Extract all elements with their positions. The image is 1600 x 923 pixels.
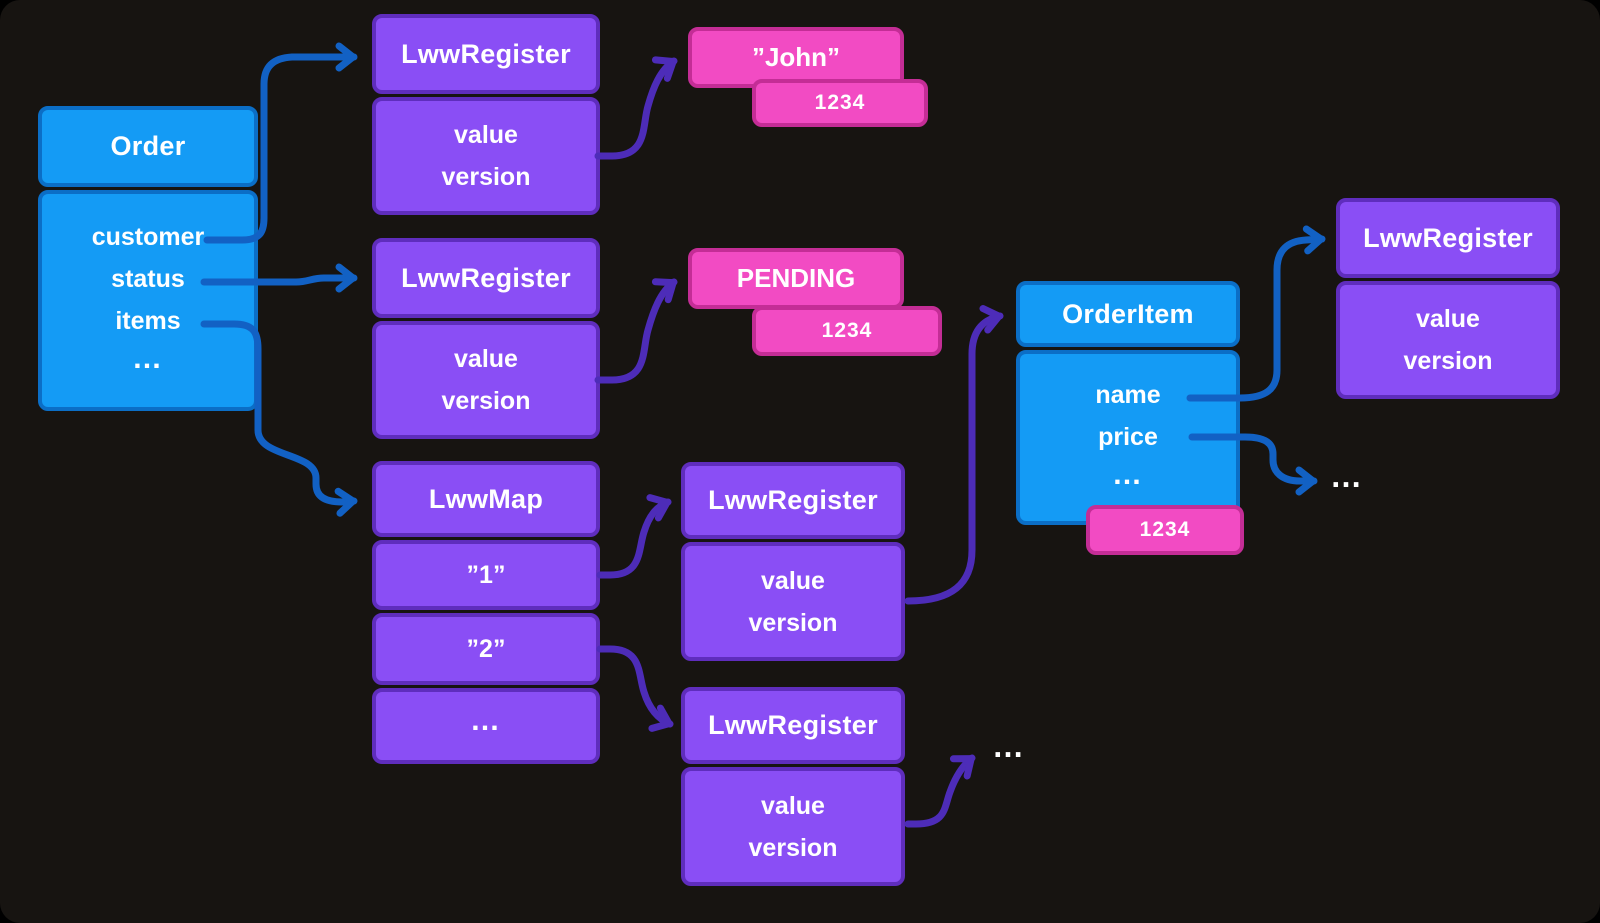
arrow-register-to-john [594, 56, 678, 160]
item2-register-header: LwwRegister [681, 687, 905, 764]
order-field-status: status [111, 264, 185, 293]
orderitem-header: OrderItem [1016, 281, 1240, 347]
status-register-version: version [441, 387, 531, 415]
items-map-key-ellipsis: … [372, 688, 600, 764]
price-ellipsis: … [1330, 458, 1365, 494]
order-field-items: items [115, 306, 181, 335]
orderitem-title: OrderItem [1062, 298, 1194, 329]
customer-register-header: LwwRegister [372, 14, 600, 94]
order-header: Order [38, 106, 258, 187]
items-map-title: LwwMap [428, 483, 544, 514]
items-map-ellipsis-label: … [470, 704, 502, 737]
items-map-key-2-label: ”2” [466, 635, 506, 663]
customer-value-label: ”John” [751, 42, 841, 72]
order-field-customer: customer [91, 222, 205, 251]
item2-register-title: LwwRegister [708, 710, 878, 740]
status-register-value: value [454, 345, 518, 373]
arrow-register-to-orderitem [904, 305, 1004, 605]
arrow-key1-to-register [596, 494, 672, 579]
name-register-version: version [1403, 347, 1493, 375]
status-register-body: value version [372, 321, 600, 439]
orderitem-field-ellipsis: … [1112, 457, 1144, 491]
status-version-label: 1234 [821, 319, 873, 342]
orderitem-version-label: 1234 [1139, 518, 1191, 541]
item1-register-title: LwwRegister [708, 485, 878, 515]
item1-register-body: value version [681, 542, 905, 661]
customer-version-label: 1234 [814, 91, 866, 114]
item1-register-header: LwwRegister [681, 462, 905, 539]
arrow-register-to-more [904, 754, 976, 828]
item2-register-version: version [748, 833, 838, 862]
customer-register-value: value [454, 121, 518, 149]
customer-value-box: ”John” [688, 27, 904, 88]
items-more-ellipsis: … [992, 728, 1027, 764]
status-register-title: LwwRegister [401, 262, 571, 293]
customer-register-title: LwwRegister [401, 38, 571, 69]
arrow-key2-to-register [596, 645, 674, 732]
status-value-box: PENDING [688, 248, 904, 309]
customer-version-box: 1234 [752, 79, 928, 127]
customer-register-version: version [441, 163, 531, 191]
name-register-value: value [1416, 305, 1480, 333]
order-title: Order [110, 131, 186, 161]
order-field-ellipsis: … [132, 341, 164, 375]
name-register-title: LwwRegister [1363, 222, 1533, 253]
status-version-box: 1234 [752, 306, 942, 356]
customer-register-body: value version [372, 97, 600, 215]
items-map-key-1: ”1” [372, 540, 600, 610]
items-map-key-2: ”2” [372, 613, 600, 685]
name-register-body: value version [1336, 281, 1560, 399]
orderitem-body: name price … [1016, 350, 1240, 525]
item1-register-value: value [761, 566, 825, 595]
order-body: customer status items … [38, 190, 258, 411]
status-value-label: PENDING [736, 263, 856, 293]
item2-register-value: value [761, 791, 825, 820]
item2-register-body: value version [681, 767, 905, 886]
orderitem-version-box: 1234 [1086, 505, 1244, 555]
orderitem-field-price: price [1098, 422, 1158, 451]
orderitem-field-name: name [1095, 380, 1161, 409]
items-map-header: LwwMap [372, 461, 600, 537]
name-register-header: LwwRegister [1336, 198, 1560, 278]
item1-register-version: version [748, 608, 838, 637]
status-register-header: LwwRegister [372, 238, 600, 318]
items-map-key-1-label: ”1” [466, 561, 506, 589]
arrow-register-to-pending [594, 278, 678, 384]
